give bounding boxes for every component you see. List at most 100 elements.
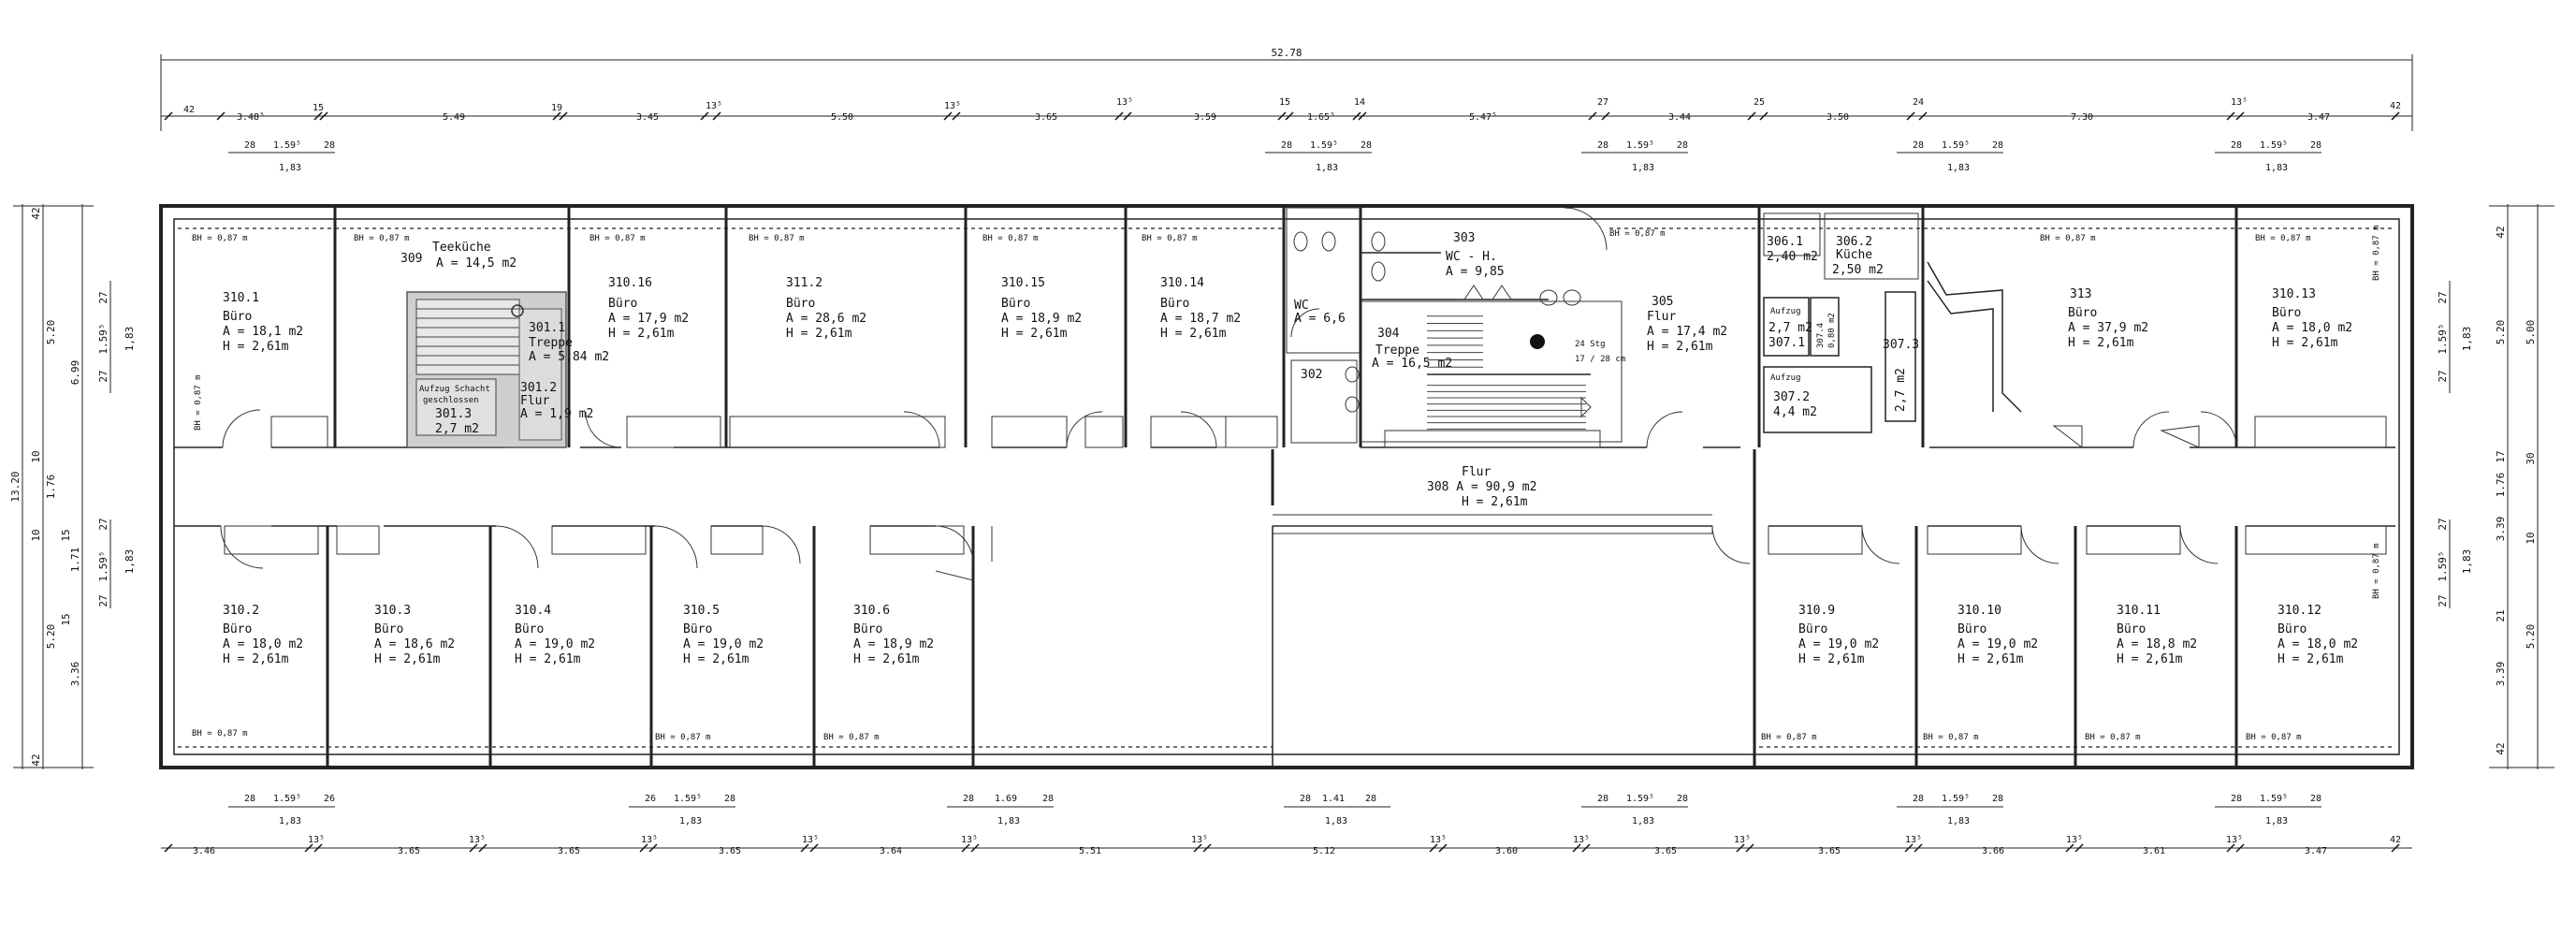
room-306-1[interactable]: 306.1 2,40 m2: [1767, 235, 1818, 264]
svg-text:A = 16,5 m2: A = 16,5 m2: [1372, 357, 1452, 371]
svg-text:28: 28: [2310, 794, 2321, 804]
svg-text:H = 2,61m: H = 2,61m: [786, 327, 852, 341]
bh-label: BH = 0,87 m: [1142, 234, 1198, 243]
dimension-tick: [1745, 843, 1754, 853]
svg-text:A = 28,6 m2: A = 28,6 m2: [786, 312, 866, 326]
svg-text:6.99: 6.99: [69, 360, 81, 386]
room-310-2[interactable]: 310.2 Büro A = 18,0 m2 H = 2,61m: [223, 604, 303, 666]
room-310-10[interactable]: 310.10 Büro A = 19,0 m2 H = 2,61m: [1957, 604, 2038, 666]
svg-text:Flur: Flur: [520, 394, 549, 408]
svg-text:306.2: 306.2: [1836, 235, 1872, 249]
room-310-16[interactable]: 310.16 Büro A = 17,9 m2 H = 2,61m: [608, 276, 689, 341]
svg-text:1,83: 1,83: [279, 163, 301, 173]
room-310-6[interactable]: 310.6 Büro A = 18,9 m2 H = 2,61m: [853, 604, 934, 666]
svg-text:H = 2,61m: H = 2,61m: [608, 327, 675, 341]
svg-text:3.60: 3.60: [1495, 846, 1518, 856]
svg-text:1,83: 1,83: [2265, 816, 2288, 826]
room-310-1[interactable]: 310.1 Büro A = 18,1 m2 H = 2,61m: [223, 291, 303, 354]
svg-text:42: 42: [30, 207, 42, 219]
room-310-9[interactable]: 310.9 Büro A = 19,0 m2 H = 2,61m: [1798, 604, 1879, 666]
svg-text:27: 27: [97, 594, 109, 607]
svg-text:1.71: 1.71: [69, 548, 81, 573]
room-301-2[interactable]: 301.2 Flur A = 1,9 m2: [520, 381, 593, 421]
room-313[interactable]: 313 Büro A = 37,9 m2 H = 2,61m: [2068, 287, 2148, 350]
bh-label: BH = 0,87 m: [982, 234, 1039, 243]
svg-text:13⁵: 13⁵: [1905, 835, 1922, 845]
svg-text:27: 27: [2437, 370, 2449, 382]
dimension-tick: [1601, 111, 1610, 121]
svg-text:A = 18,9 m2: A = 18,9 m2: [1001, 312, 1082, 326]
room-304[interactable]: 304 Treppe A = 16,5 m2: [1372, 327, 1452, 371]
room-307-3[interactable]: 307.3 2,7 m2: [1883, 338, 1919, 412]
svg-text:13⁵: 13⁵: [961, 835, 978, 845]
room-310-15[interactable]: 310.15 Büro A = 18,9 m2 H = 2,61m: [1001, 276, 1082, 341]
svg-text:Aufzug: Aufzug: [1770, 373, 1801, 383]
top-dim: 14: [1354, 97, 1365, 108]
room-wc[interactable]: WC A = 6,6: [1294, 299, 1346, 326]
core-area: [406, 207, 2200, 768]
svg-text:4,4 m2: 4,4 m2: [1773, 405, 1817, 419]
svg-text:13⁵: 13⁵: [1191, 835, 1208, 845]
svg-text:A = 17,9 m2: A = 17,9 m2: [608, 312, 689, 326]
svg-text:1.59⁵: 1.59⁵: [2260, 140, 2288, 151]
svg-text:H = 2,61m: H = 2,61m: [2068, 336, 2134, 350]
room-303[interactable]: 303 WC - H. A = 9,85: [1446, 231, 1505, 279]
room-306-2[interactable]: 306.2 Küche 2,50 m2: [1832, 235, 1884, 277]
svg-text:Flur: Flur: [1462, 465, 1491, 479]
svg-text:1.76: 1.76: [2495, 473, 2507, 498]
dimension-tick: [1438, 843, 1448, 853]
room-310-11[interactable]: 310.11 Büro A = 18,8 m2 H = 2,61m: [2117, 604, 2197, 666]
room-311-2[interactable]: 311.2 Büro A = 28,6 m2 H = 2,61m: [786, 276, 866, 341]
svg-text:3.39: 3.39: [2495, 662, 2507, 687]
svg-text:H = 2,61m: H = 2,61m: [2278, 652, 2344, 666]
room-307-4[interactable]: 307.4 0,80 m2: [1816, 313, 1837, 348]
room-305[interactable]: 305 Flur A = 17,4 m2 H = 2,61m: [1647, 295, 1727, 354]
svg-text:Treppe: Treppe: [529, 336, 573, 350]
svg-text:13⁵: 13⁵: [802, 835, 819, 845]
svg-text:H = 2,61m: H = 2,61m: [853, 652, 920, 666]
top-dimension-chain: 42 3.48⁵ 15 5.49 19 3.45 13⁵ 5.50 13⁵ 3.…: [161, 97, 2412, 123]
bh-label: BH = 0,87 m: [192, 234, 248, 243]
svg-text:1.59⁵: 1.59⁵: [273, 140, 301, 151]
dimension-tick: [1193, 843, 1202, 853]
room-301-1[interactable]: 301.1 Treppe A = 5,84 m2: [529, 321, 609, 364]
top-dim: 13⁵: [706, 101, 722, 111]
svg-text:A = 19,0 m2: A = 19,0 m2: [683, 637, 764, 651]
room-310-3[interactable]: 310.3 Büro A = 18,6 m2 H = 2,61m: [374, 604, 455, 666]
room-308-flur[interactable]: Flur 308 A = 90,9 m2 H = 2,61m: [1427, 465, 1536, 509]
svg-text:13⁵: 13⁵: [2066, 835, 2083, 845]
room-301-3[interactable]: Aufzug Schacht geschlossen 301.3 2,7 m2: [419, 385, 490, 436]
svg-text:Flur: Flur: [1647, 310, 1676, 324]
room-310-13[interactable]: 310.13 Büro A = 18,0 m2 H = 2,61m: [2272, 287, 2352, 350]
dimension-tick: [970, 843, 980, 853]
room-309[interactable]: 309 Teeküche A = 14,5 m2: [400, 241, 517, 271]
top-dim: 27: [1597, 97, 1608, 108]
svg-text:13⁵: 13⁵: [469, 835, 486, 845]
room-310-12[interactable]: 310.12 Büro A = 18,0 m2 H = 2,61m: [2278, 604, 2358, 666]
svg-text:A = 9,85: A = 9,85: [1446, 265, 1505, 279]
svg-text:5.00: 5.00: [2525, 320, 2537, 345]
svg-text:42: 42: [2495, 226, 2507, 238]
room-310-5[interactable]: 310.5 Büro A = 19,0 m2 H = 2,61m: [683, 604, 764, 666]
svg-text:307.2: 307.2: [1773, 390, 1810, 404]
room-307-1[interactable]: Aufzug 2,7 m2 307.1: [1768, 307, 1812, 350]
dimension-tick: [304, 843, 313, 853]
dimension-tick: [1581, 843, 1591, 853]
room-307-2[interactable]: Aufzug 307.2 4,4 m2: [1770, 373, 1817, 419]
svg-text:17: 17: [2495, 450, 2507, 462]
room-310-14[interactable]: 310.14 Büro A = 18,7 m2 H = 2,61m: [1160, 276, 1241, 341]
dimension-tick: [1914, 843, 1923, 853]
svg-text:13⁵: 13⁵: [308, 835, 325, 845]
svg-text:H = 2,61m: H = 2,61m: [2272, 336, 2338, 350]
dimension-tick: [712, 111, 721, 121]
svg-text:Aufzug Schacht: Aufzug Schacht: [419, 385, 490, 394]
svg-text:5.20: 5.20: [2495, 320, 2507, 345]
svg-text:H = 2,61m: H = 2,61m: [2117, 652, 2183, 666]
svg-text:307.1: 307.1: [1768, 336, 1805, 350]
dimension-tick: [552, 111, 561, 121]
svg-text:301.1: 301.1: [529, 321, 565, 335]
room-302[interactable]: 302: [1301, 368, 1322, 382]
room-310-4[interactable]: 310.4 Büro A = 19,0 m2 H = 2,61m: [515, 604, 595, 666]
bh-label: BH = 0,87 m: [2372, 225, 2381, 281]
